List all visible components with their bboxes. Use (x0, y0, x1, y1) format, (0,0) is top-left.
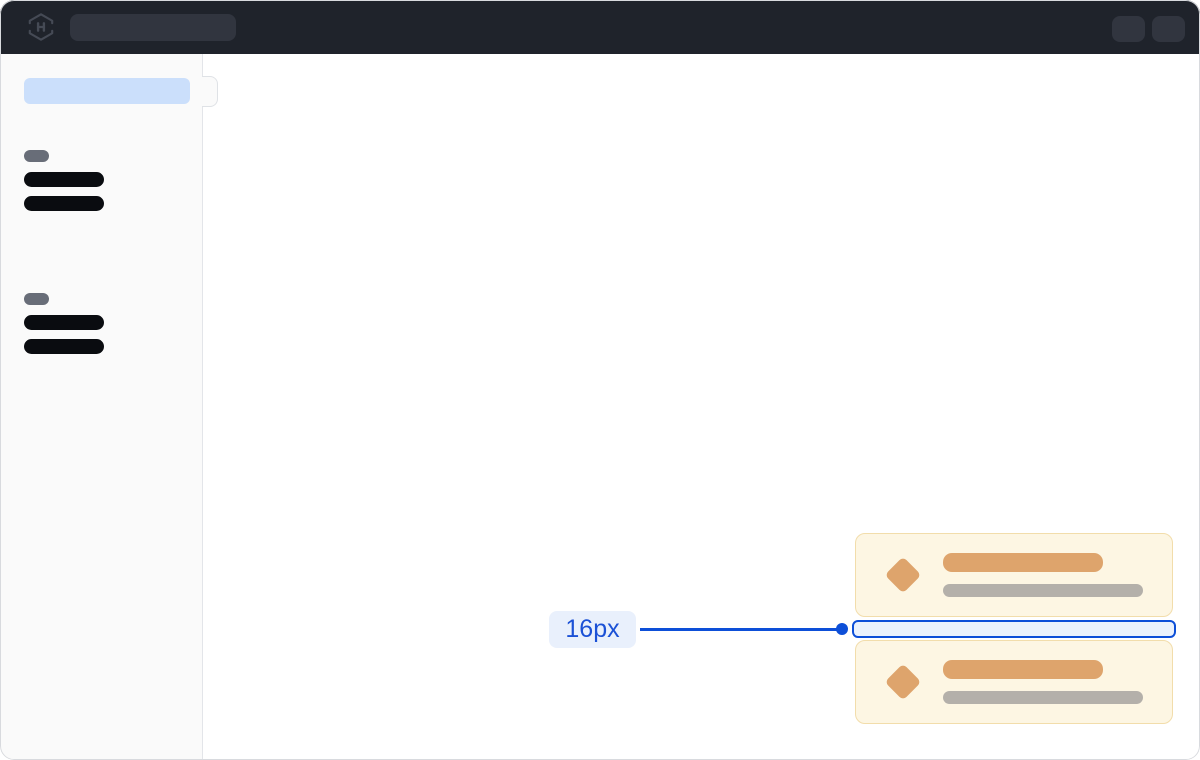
card-text-skeletons (943, 660, 1143, 704)
card-subtitle-skeleton (943, 691, 1143, 704)
sidebar-toggle-handle[interactable] (202, 76, 218, 107)
hashicorp-logo-icon[interactable] (28, 13, 54, 41)
sidebar-item-skeleton[interactable] (24, 172, 104, 187)
section-header-skeleton (24, 293, 49, 305)
diamond-icon (884, 556, 922, 594)
sidebar-section (24, 150, 104, 211)
card-text-skeletons (943, 553, 1143, 597)
sidebar-item-skeleton[interactable] (24, 339, 104, 354)
card-title-skeleton (943, 660, 1103, 679)
topbar-action-skeleton[interactable] (1152, 16, 1185, 42)
card[interactable] (855, 533, 1173, 617)
spacing-gap-highlight (852, 620, 1176, 638)
measure-connector-dot (836, 623, 848, 635)
spacing-measurement-label: 16px (549, 611, 636, 648)
card[interactable] (855, 640, 1173, 724)
card-subtitle-skeleton (943, 584, 1143, 597)
search-input-skeleton[interactable] (70, 14, 236, 41)
section-header-skeleton (24, 150, 49, 162)
sidebar-item-skeleton[interactable] (24, 196, 104, 211)
card-title-skeleton (943, 553, 1103, 572)
sidebar (0, 54, 203, 760)
sidebar-selected-item-skeleton[interactable] (24, 78, 190, 104)
measure-connector-line (640, 628, 837, 631)
top-nav-bar (0, 0, 1200, 54)
sidebar-section (24, 293, 104, 354)
diamond-icon (884, 663, 922, 701)
topbar-action-skeleton[interactable] (1112, 16, 1145, 42)
sidebar-item-skeleton[interactable] (24, 315, 104, 330)
